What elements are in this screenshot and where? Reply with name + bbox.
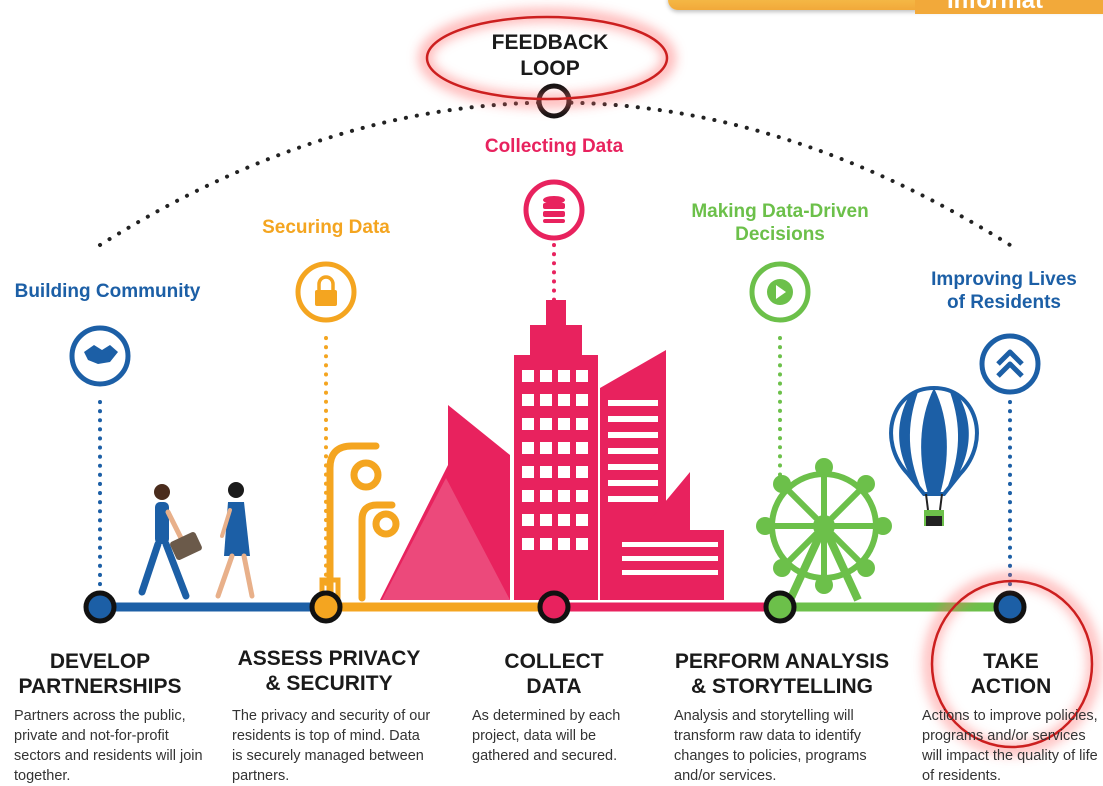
timeline-node-analysis	[763, 590, 797, 624]
person-woman-illustration	[215, 482, 255, 599]
stage-label-improving-lives: Improving Lives of Residents	[931, 269, 1077, 313]
timeline-node-action	[993, 590, 1027, 624]
step-title-assess-privacy: ASSESS PRIVACY & SECURITY	[237, 647, 421, 695]
stage-label-securing-data: Securing Data	[262, 217, 390, 238]
step-title-take-action: TAKE ACTION	[970, 650, 1052, 698]
city-windows	[522, 370, 718, 575]
stage-label-building-community: Building Community	[14, 281, 201, 302]
step-description-perform-analysis: Analysis and storytelling will transform…	[674, 708, 867, 784]
top-banner	[668, 0, 1103, 10]
highlight-feedback-loop	[419, 9, 675, 107]
lock-icon	[295, 261, 357, 323]
step-title-perform-analysis: PERFORM ANALYSIS & STORYTELLING	[674, 650, 890, 698]
step-description-assess-privacy: The privacy and security of our resident…	[232, 708, 431, 784]
feedback-loop-title-text: FEEDBACK LOOP	[491, 31, 609, 80]
highlight-take-action	[924, 573, 1100, 755]
banner-label: Informat	[915, 0, 1103, 14]
step-description-develop-partnerships: Partners across the public, private and …	[14, 708, 203, 784]
timeline-node-collect	[537, 590, 571, 624]
street-lamp-illustration	[319, 442, 400, 602]
timeline-node-develop	[83, 590, 117, 624]
stage-label-decisions: Making Data-Driven Decisions	[691, 201, 869, 245]
step-title-collect-data: COLLECT DATA	[504, 650, 604, 698]
hot-air-balloon-illustration	[889, 385, 979, 526]
stage-label-collecting-data: Collecting Data	[484, 136, 624, 157]
play-icon	[749, 261, 811, 323]
feedback-loop-title: FEEDBACK LOOP	[470, 30, 630, 82]
timeline-node-assess	[309, 590, 343, 624]
ferris-wheel-cabins	[756, 458, 892, 594]
chevrons-up-icon	[979, 333, 1041, 395]
handshake-icon	[69, 325, 131, 387]
step-description-take-action: Actions to improve policies, programs an…	[922, 708, 1098, 784]
step-title-develop-partnerships: DEVELOP PARTNERSHIPS	[18, 650, 182, 698]
database-icon	[523, 179, 585, 241]
step-description-collect-data: As determined by each project, data will…	[472, 708, 621, 764]
person-man-illustration	[138, 484, 202, 600]
